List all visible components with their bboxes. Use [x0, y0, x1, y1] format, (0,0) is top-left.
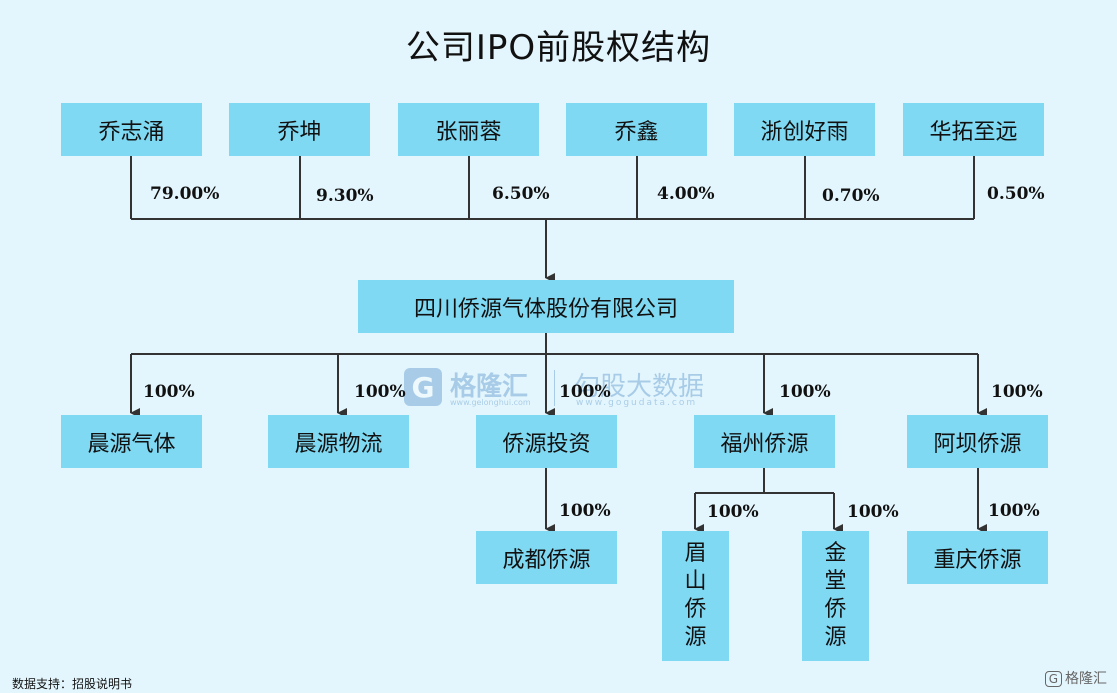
- gelonghui-corner-icon: G: [1044, 671, 1062, 687]
- subsidiary-box: 晨源物流: [268, 415, 409, 468]
- subsidiary-box: 重庆侨源: [907, 531, 1048, 584]
- subsidiary-name-char: 金: [824, 541, 847, 566]
- ownership-percent: 6.50%: [492, 184, 550, 204]
- shareholder-name: 乔鑫: [614, 119, 659, 145]
- ownership-percent: 100%: [707, 502, 759, 522]
- ownership-percent: 100%: [354, 382, 406, 402]
- watermark: G 格隆汇 www.gelonghui.com 勾股大数据 www.goguda…: [404, 366, 724, 414]
- subsidiary-name: 重庆侨源: [933, 547, 1022, 573]
- company-name: 四川侨源气体股份有限公司: [413, 296, 678, 322]
- shareholder-box: 乔鑫: [566, 103, 707, 156]
- subsidiary-name-char: 山: [684, 569, 707, 594]
- watermark-brand: 格隆汇: [450, 372, 529, 402]
- shareholder-box: 乔志涌: [61, 103, 202, 156]
- subsidiary-name-char: 堂: [824, 569, 847, 594]
- data-source: 数据支持：招股说明书: [12, 677, 133, 691]
- subsidiary-name-char: 源: [824, 625, 847, 650]
- subsidiary-box: 福州侨源: [694, 415, 835, 468]
- ownership-percent: 79.00%: [150, 184, 220, 204]
- subsidiary-box: 晨源气体: [61, 415, 202, 468]
- shareholder-name: 乔坤: [277, 119, 322, 145]
- subsidiary-name-char: 侨: [824, 597, 847, 622]
- ownership-percent: 100%: [779, 382, 831, 402]
- subsidiary-box: 眉 山 侨 源: [662, 531, 729, 661]
- company-box: 四川侨源气体股份有限公司: [358, 280, 734, 333]
- ownership-percent: 9.30%: [316, 186, 374, 206]
- gelonghui-logo-icon: G: [404, 368, 442, 406]
- watermark-url: www.gogudata.com: [576, 398, 698, 408]
- ownership-percent: 100%: [559, 382, 611, 402]
- shareholder-name: 张丽蓉: [435, 119, 502, 145]
- subsidiary-name-char: 侨: [684, 597, 707, 622]
- shareholder-box: 华拓至远: [903, 103, 1044, 156]
- watermark-divider: [554, 370, 555, 406]
- subsidiary-box: 成都侨源: [476, 531, 617, 584]
- subsidiary-name: 成都侨源: [502, 547, 591, 573]
- subsidiary-box: 金 堂 侨 源: [802, 531, 869, 661]
- ownership-percent: 100%: [991, 382, 1043, 402]
- shareholder-name: 浙创好雨: [760, 119, 849, 145]
- shareholder-box: 乔坤: [229, 103, 370, 156]
- chart-title: 公司IPO前股权结构: [405, 28, 712, 68]
- subsidiary-name: 晨源物流: [294, 431, 383, 457]
- shareholder-name: 华拓至远: [929, 119, 1018, 145]
- subsidiary-name: 侨源投资: [502, 431, 591, 457]
- ownership-percent: 100%: [847, 502, 899, 522]
- subsidiary-name-char: 眉: [684, 541, 707, 566]
- ownership-percent: 100%: [988, 501, 1040, 521]
- subsidiary-name: 阿坝侨源: [933, 431, 1022, 457]
- subsidiary-box: 阿坝侨源: [907, 415, 1048, 468]
- ownership-percent: 0.50%: [987, 184, 1045, 204]
- ownership-percent: 4.00%: [657, 184, 715, 204]
- shareholder-box: 浙创好雨: [734, 103, 875, 156]
- subsidiary-name: 晨源气体: [87, 431, 176, 457]
- watermark-url: www.gelonghui.com: [450, 398, 531, 407]
- subsidiary-name-char: 源: [684, 625, 707, 650]
- ownership-percent: 100%: [559, 501, 611, 521]
- subsidiary-name: 福州侨源: [720, 431, 809, 457]
- corner-brand-name: 格隆汇: [1065, 671, 1107, 687]
- watermark-brand: 勾股大数据: [574, 372, 705, 402]
- ownership-percent: 0.70%: [822, 186, 880, 206]
- ownership-percent: 100%: [143, 382, 195, 402]
- shareholder-name: 乔志涌: [98, 119, 165, 145]
- shareholder-box: 张丽蓉: [398, 103, 539, 156]
- subsidiary-box: 侨源投资: [476, 415, 617, 468]
